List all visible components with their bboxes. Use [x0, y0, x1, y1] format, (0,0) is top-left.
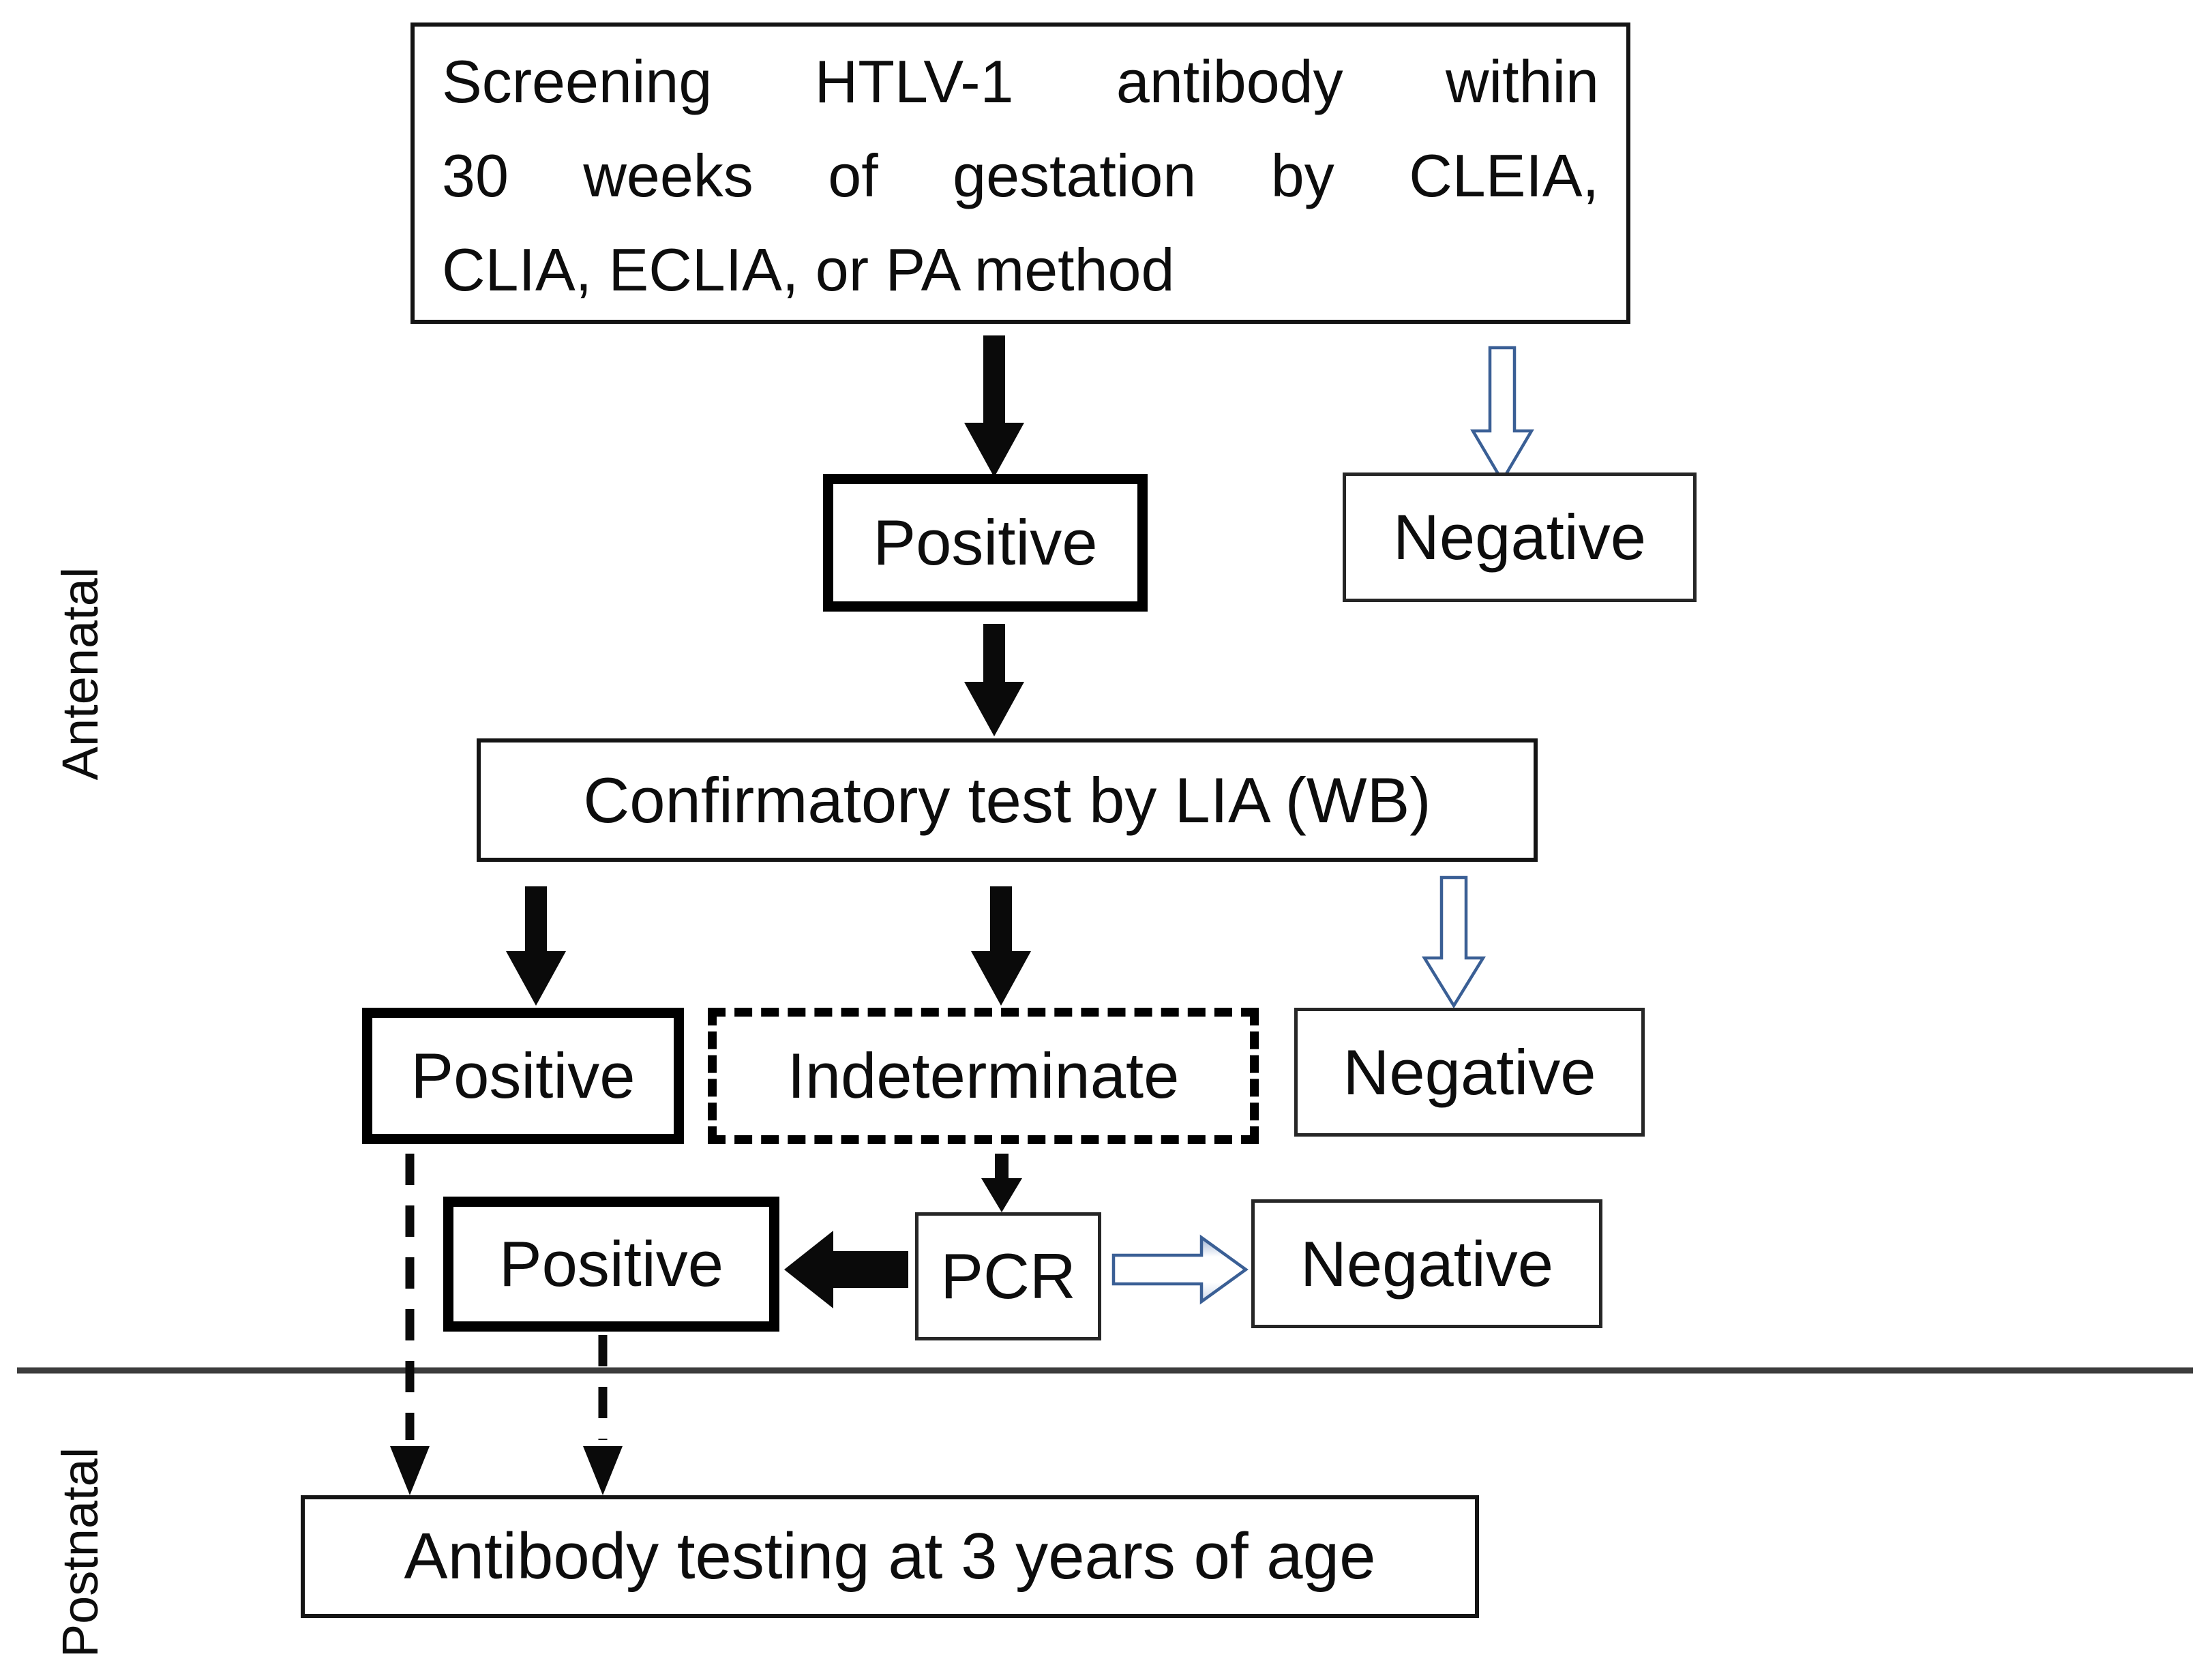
- arrow-pcr-to-negative-icon: [1111, 1234, 1249, 1305]
- screening-test-node: Screening HTLV-1 antibody within 30 week…: [410, 22, 1630, 324]
- screening-text-line2: 30 weeks of gestation by CLEIA,: [442, 142, 1599, 209]
- screening-negative-node: Negative: [1343, 472, 1697, 602]
- pcr-positive-node: Positive: [443, 1197, 779, 1332]
- pcr-test-node: PCR: [915, 1212, 1101, 1340]
- arrow-confirmatory-to-indeterminate-icon: [971, 886, 1031, 1006]
- arrow-confirmatory-to-negative-icon: [1421, 875, 1487, 1009]
- confirmatory-positive-node: Positive: [362, 1008, 684, 1144]
- confirmatory-indeterminate-node: Indeterminate: [708, 1008, 1259, 1144]
- screening-text-line1: Screening HTLV-1 antibody within: [442, 48, 1599, 115]
- arrow-indeterminate-to-pcr-icon: [981, 1154, 1022, 1212]
- dashed-arrow-pcr-positive-to-followup-icon: [583, 1335, 623, 1495]
- confirmatory-test-node: Confirmatory test by LIA (WB): [477, 738, 1538, 862]
- confirmatory-negative-node: Negative: [1294, 1008, 1645, 1137]
- postnatal-stage-label: Postnatal: [52, 1447, 108, 1658]
- screening-text-line3: CLIA, ECLIA, or PA method: [442, 236, 1175, 303]
- arrow-positive-to-confirmatory-icon: [964, 624, 1024, 736]
- arrow-screening-to-negative-icon: [1470, 346, 1534, 484]
- arrow-confirmatory-to-positive-icon: [506, 886, 566, 1006]
- arrow-pcr-to-positive-icon: [784, 1231, 908, 1308]
- arrow-screening-to-positive-icon: [964, 335, 1024, 477]
- screening-positive-node: Positive: [823, 474, 1148, 612]
- dashed-arrow-positive-to-followup-icon: [390, 1154, 430, 1495]
- pcr-negative-node: Negative: [1251, 1199, 1602, 1328]
- antenatal-stage-label: Antenatal: [52, 567, 108, 781]
- followup-testing-node: Antibody testing at 3 years of age: [301, 1495, 1479, 1618]
